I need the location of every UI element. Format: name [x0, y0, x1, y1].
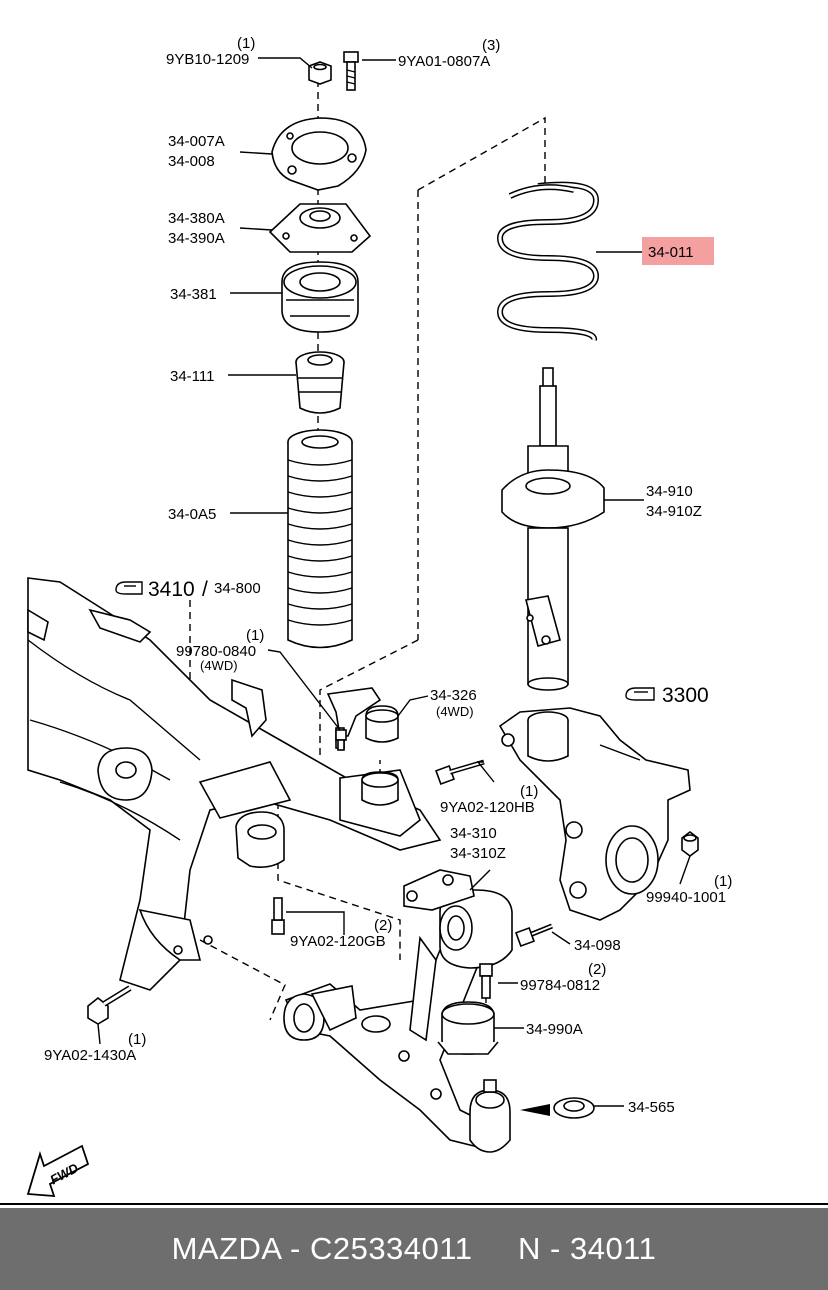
ref-3300[interactable]: 3300	[662, 684, 709, 707]
hand-pointer-icon	[115, 581, 143, 595]
label-34-380a: 34-380A	[168, 210, 225, 227]
label-34-310z: 34-310Z	[450, 845, 506, 862]
label-34-007a: 34-007A	[168, 133, 225, 150]
footer-caption: MAZDA - C25334011 N - 34011	[171, 1231, 657, 1266]
label-qty-9ya02-120hb: (1)	[520, 783, 538, 800]
label-9ya02-120gb: 9YA02-120GB	[290, 933, 386, 950]
label-9yb10-1209: 9YB10-1209	[166, 51, 249, 68]
label-34-990a: 34-990A	[526, 1021, 583, 1038]
strut-mount	[268, 203, 372, 253]
part-labels: (1) 9YB10-1209 (3) 9YA01-0807A 34-007A 3…	[44, 35, 732, 1116]
bolt-9ya02-120gb	[271, 897, 285, 935]
label-34-111: 34-111	[170, 368, 214, 385]
label-34-800: 34-800	[214, 580, 261, 597]
strut-bearing	[281, 261, 359, 333]
top-nut	[308, 61, 332, 85]
label-34-0a5: 34-0A5	[168, 506, 216, 523]
bolt-99784-0812	[479, 963, 493, 999]
boot-ribs	[287, 459, 353, 626]
label-3410: 3410	[148, 578, 195, 601]
highlight-box	[642, 237, 714, 265]
ball-joint-seal	[520, 1097, 595, 1119]
bolt-9ya02-120hb	[435, 759, 485, 785]
label-3300: 3300	[662, 684, 709, 707]
top-bolt	[343, 51, 359, 91]
nut-99940-1001	[681, 831, 699, 857]
label-34-326: 34-326	[430, 687, 477, 704]
label-34-910z: 34-910Z	[646, 503, 702, 520]
dust-boot	[287, 429, 353, 649]
label-9ya01-0807a: 9YA01-0807A	[398, 53, 490, 70]
label-34-098: 34-098	[574, 937, 621, 954]
label-qty-9ya02-1430a: (1)	[128, 1031, 146, 1048]
label-34-381: 34-381	[170, 286, 217, 303]
arm-bushing-cover	[437, 1001, 499, 1055]
label-3410-sep: /	[202, 578, 208, 601]
steering-knuckle	[498, 707, 691, 921]
label-34-390a: 34-390A	[168, 230, 225, 247]
label-9ya02-120hb: 9YA02-120HB	[440, 799, 535, 816]
label-99780-note: (4WD)	[200, 658, 238, 673]
label-34-326-note: (4WD)	[436, 704, 474, 719]
leader-lines	[97, 57, 691, 1107]
footer-bar: MAZDA - C25334011 N - 34011	[0, 1208, 828, 1290]
fwd-arrow-icon: FWD	[26, 1144, 90, 1198]
label-34-565: 34-565	[628, 1099, 675, 1116]
label-99780-0840: 99780-0840	[176, 643, 256, 660]
label-qty-99784: (2)	[588, 961, 606, 978]
label-qty-9ya02-120gb: (2)	[374, 917, 392, 934]
diagram-svg: (1) 9YB10-1209 (3) 9YA01-0807A 34-007A 3…	[0, 35, 828, 1205]
hand-pointer-icon	[625, 687, 655, 701]
label-9ya02-1430a: 9YA02-1430A	[44, 1047, 136, 1064]
label-34-011: 34-011	[648, 244, 694, 261]
bump-stop	[295, 351, 345, 414]
coil-spring	[496, 181, 600, 341]
bolt-34-098	[515, 923, 553, 947]
label-34-910: 34-910	[646, 483, 693, 500]
label-34-008: 34-008	[168, 153, 215, 170]
label-qty-9ya01: (3)	[482, 37, 500, 54]
subframe	[27, 577, 442, 991]
label-qty-9yb10: (1)	[237, 35, 255, 52]
label-99784-0812: 99784-0812	[520, 977, 600, 994]
diff-mount-bracket	[326, 687, 399, 749]
label-99940-1001: 99940-1001	[646, 889, 726, 906]
label-34-310: 34-310	[450, 825, 497, 842]
lower-control-arm	[283, 869, 513, 1153]
shock-absorber	[501, 367, 605, 691]
bolt-99780-0840	[335, 729, 347, 751]
upper-mount-plate	[271, 117, 367, 191]
label-qty-99780: (1)	[246, 627, 264, 644]
ref-3410[interactable]: 3410 /	[148, 578, 208, 601]
bolt-9ya02-1430a	[87, 985, 132, 1025]
label-qty-99940: (1)	[714, 873, 732, 890]
